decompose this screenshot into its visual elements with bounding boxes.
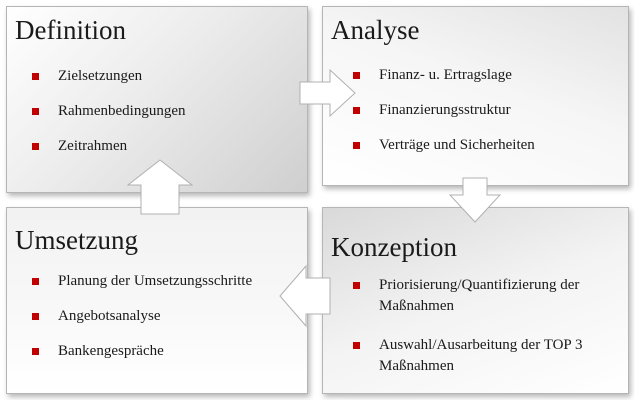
square-bullet-icon	[32, 73, 39, 80]
list-item-label: Bankengespräche	[58, 343, 164, 359]
list-item-label: Planung der Umsetzungsschritte	[58, 273, 253, 289]
list-item-label: Zeitrahmen	[58, 138, 128, 154]
square-bullet-icon	[32, 108, 39, 115]
analyse-title: Analyse	[331, 15, 420, 45]
square-bullet-icon	[353, 107, 360, 114]
list-item: Zeitrahmen	[32, 136, 297, 157]
list-item: Verträge und Sicherheiten	[353, 135, 623, 156]
list-item: Planung der Umsetzungsschritte	[32, 271, 307, 292]
umsetzung-list: Planung der Umsetzungsschritte Angebotsa…	[32, 271, 307, 376]
square-bullet-icon	[353, 72, 360, 79]
konzeption-list: Priorisierung/Quantifizierung der Maßnah…	[353, 275, 623, 395]
list-item: Rahmenbedingungen	[32, 101, 297, 122]
list-item: Angebotsanalyse	[32, 306, 307, 327]
list-item: Finanzierungsstruktur	[353, 100, 623, 121]
square-bullet-icon	[32, 143, 39, 150]
list-item-label: Rahmenbedingungen	[58, 103, 186, 119]
square-bullet-icon	[353, 282, 360, 289]
list-item: Bankengespräche	[32, 341, 307, 362]
konzeption-title: Konzeption	[331, 232, 457, 262]
square-bullet-icon	[353, 142, 360, 149]
analyse-list: Finanz- u. Ertragslage Finanzierungsstru…	[353, 65, 623, 170]
square-bullet-icon	[32, 348, 39, 355]
list-item-label: Finanz- u. Ertragslage	[379, 67, 512, 83]
list-item-label: Angebotsanalyse	[58, 308, 161, 324]
definition-title: Definition	[15, 15, 126, 45]
square-bullet-icon	[32, 313, 39, 320]
square-bullet-icon	[32, 278, 39, 285]
list-item-label: Finanzierungsstruktur	[379, 102, 511, 118]
konzeption-box: Konzeption Priorisierung/Quantifizierung…	[322, 207, 629, 394]
list-item: Priorisierung/Quantifizierung der Maßnah…	[353, 275, 623, 317]
list-item-label: Auswahl/Ausarbeitung der TOP 3 Maßnahmen	[379, 337, 583, 374]
umsetzung-box: Umsetzung Planung der Umsetzungsschritte…	[6, 207, 308, 394]
definition-list: Zielsetzungen Rahmenbedingungen Zeitrahm…	[32, 66, 297, 171]
definition-box: Definition Zielsetzungen Rahmenbedingung…	[6, 6, 308, 193]
list-item: Zielsetzungen	[32, 66, 297, 87]
list-item-label: Zielsetzungen	[58, 68, 143, 84]
list-item: Auswahl/Ausarbeitung der TOP 3 Maßnahmen	[353, 335, 623, 377]
list-item: Finanz- u. Ertragslage	[353, 65, 623, 86]
list-item-label: Verträge und Sicherheiten	[379, 137, 535, 153]
square-bullet-icon	[353, 342, 360, 349]
umsetzung-title: Umsetzung	[15, 225, 138, 255]
analyse-box: Analyse Finanz- u. Ertragslage Finanzier…	[322, 6, 629, 186]
list-item-label: Priorisierung/Quantifizierung der Maßnah…	[379, 277, 580, 314]
